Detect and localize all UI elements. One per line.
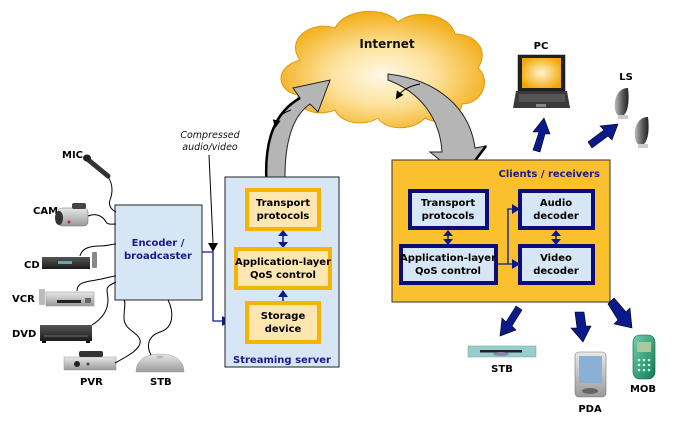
pda-arrow <box>570 311 592 343</box>
pvr-label: PVR <box>80 377 103 388</box>
mob-arrow <box>607 297 633 329</box>
stb-arrow <box>499 305 523 337</box>
source-cam: CAM <box>33 203 117 227</box>
source-cd: CD <box>24 243 117 271</box>
compressed-annotation: Compressed audio/video <box>180 130 241 252</box>
client-qos-box: Application-layer QoS control <box>399 244 498 285</box>
client-qos-label-2: QoS control <box>415 266 481 277</box>
speaker-icon <box>614 88 649 148</box>
client-video-label-2: decoder <box>533 266 579 277</box>
qos-to-decoders-connector <box>498 204 520 269</box>
annotation-line2: audio/video <box>182 142 238 153</box>
source-dvd: DVD <box>12 281 117 343</box>
ls-label: LS <box>619 72 633 83</box>
client-bidirectional-arrow-1 <box>443 230 453 245</box>
source-mic: MIC <box>62 150 117 213</box>
pc-arrow <box>532 117 551 153</box>
microphone-icon <box>83 154 111 179</box>
receiver-ls: LS <box>587 72 649 149</box>
client-transport-box: Transport protocols <box>408 189 489 230</box>
set-top-box-icon <box>135 353 185 373</box>
pda-icon <box>574 351 607 398</box>
receiver-pc: PC <box>513 41 570 153</box>
encoder-label-1: Encoder / <box>132 238 185 249</box>
server-transport-label-2: protocols <box>257 211 310 222</box>
receiver-stb: STB <box>467 305 537 375</box>
source-stb: STB <box>135 299 185 388</box>
vcr-icon <box>39 289 95 307</box>
encoder-label-2: broadcaster <box>124 251 192 262</box>
server-qos-box: Application-layer QoS control <box>234 247 332 290</box>
cd-player-icon <box>42 252 97 269</box>
receiver-stb-label: STB <box>491 364 513 375</box>
source-vcr: VCR <box>12 275 117 307</box>
mic-label: MIC <box>62 150 83 161</box>
client-audio-decoder-box: Audio decoder <box>518 189 595 230</box>
server-title: Streaming server <box>233 355 331 366</box>
client-transport-label-2: protocols <box>422 211 475 222</box>
cam-label: CAM <box>33 206 58 217</box>
server-transport-label-1: Transport <box>256 198 310 209</box>
dvd-label: DVD <box>12 329 36 340</box>
dvd-player-icon <box>40 325 92 343</box>
mob-label: MOB <box>630 384 656 395</box>
client-audio-label-1: Audio <box>540 198 572 209</box>
encoder-broadcaster-box: Encoder / broadcaster <box>114 204 203 301</box>
laptop-icon <box>513 54 570 108</box>
server-storage-label-1: Storage <box>261 311 306 322</box>
pc-label: PC <box>534 41 549 52</box>
client-video-label-1: Video <box>540 253 572 264</box>
client-qos-label-1: Application-layer <box>400 253 496 264</box>
annotation-line1: Compressed <box>180 130 240 141</box>
server-storage-box: Storage device <box>245 301 321 344</box>
pvr-icon <box>63 351 117 371</box>
streaming-server-panel: Streaming server Transport protocols App… <box>224 176 340 368</box>
camcorder-icon <box>55 203 89 227</box>
client-audio-label-2: decoder <box>533 211 579 222</box>
client-bidirectional-arrow-2 <box>551 230 561 245</box>
mobile-phone-icon <box>632 334 656 380</box>
client-video-decoder-box: Video decoder <box>518 244 595 285</box>
clients-receivers-panel: Clients / receivers Transport protocols … <box>391 159 611 303</box>
vcr-label: VCR <box>12 294 35 305</box>
internet-label: Internet <box>359 37 414 51</box>
server-storage-label-2: device <box>265 324 302 335</box>
server-bidirectional-arrow <box>278 230 288 248</box>
server-qos-label-2: QoS control <box>250 270 316 281</box>
receiver-pda: PDA <box>570 311 607 415</box>
client-transport-label-1: Transport <box>421 198 475 209</box>
cd-label: CD <box>24 260 40 271</box>
client-title: Clients / receivers <box>499 169 601 180</box>
pda-label: PDA <box>578 404 602 415</box>
server-qos-label-1: Application-layer <box>235 257 331 268</box>
source-stb-label: STB <box>150 377 172 388</box>
set-top-box-receiver-icon <box>467 345 537 358</box>
ls-arrow <box>587 123 619 149</box>
source-pvr: PVR <box>63 299 141 388</box>
receiver-mob: MOB <box>607 297 656 395</box>
server-transport-box: Transport protocols <box>245 188 321 231</box>
